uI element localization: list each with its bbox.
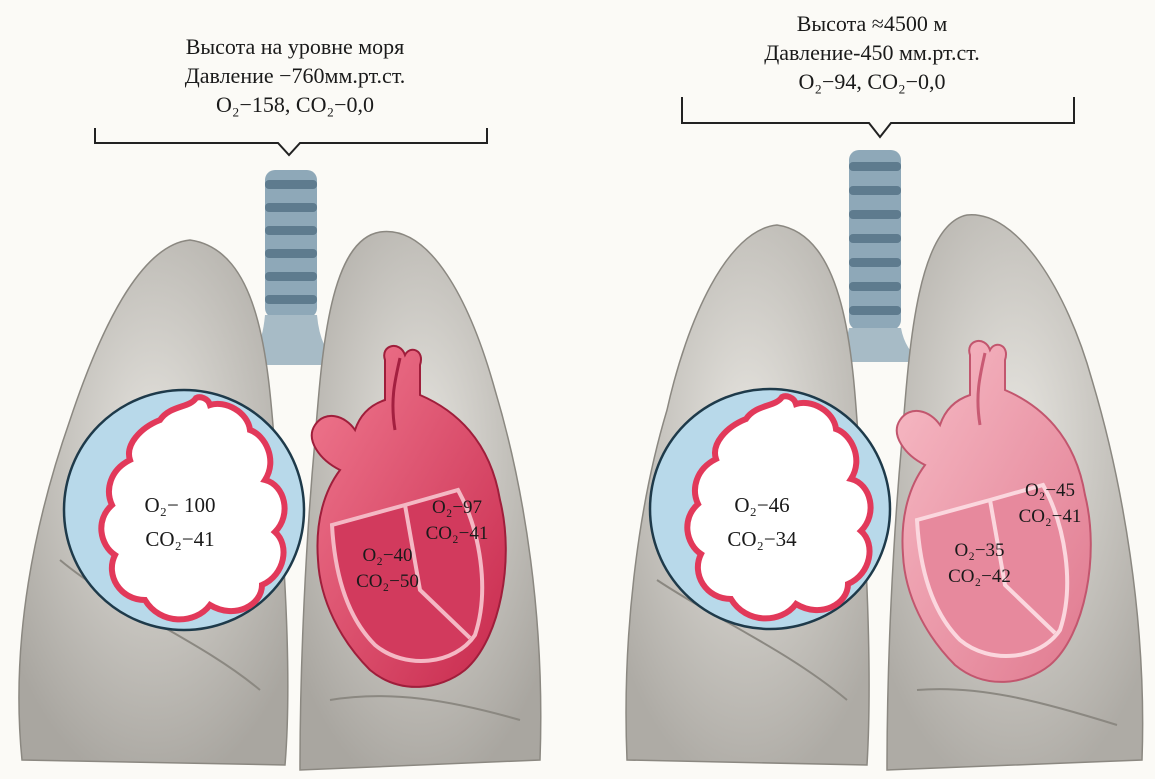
caption-gases: O₂−158, CO₂−0,0 (105, 90, 485, 119)
right-ventricle-o2: O₂−40 (340, 543, 435, 569)
caption-altitude: Высота ≈4500 м (682, 9, 1062, 38)
right-ventricle-values: O₂−35 CO₂−42 (932, 538, 1027, 590)
caption-pressure: Давление-450 мм.рт.ст. (682, 38, 1062, 67)
left-ventricle-o2: O₂−97 (412, 495, 502, 521)
high-altitude-illustration (577, 0, 1155, 779)
left-ventricle-co2: CO₂−41 (1005, 504, 1095, 530)
caption-altitude: Высота на уровне моря (105, 32, 485, 61)
left-ventricle-values: O₂−97 CO₂−41 (412, 495, 502, 547)
right-ventricle-values: O₂−40 CO₂−50 (340, 543, 435, 595)
high-altitude-panel: Высота ≈4500 м Давление-450 мм.рт.ст. O₂… (577, 0, 1155, 779)
alveolus-values: O₂−46 CO₂−34 (707, 488, 817, 556)
alveolus-values: O₂− 100 CO₂−41 (120, 488, 240, 556)
high-altitude-caption: Высота ≈4500 м Давление-450 мм.рт.ст. O₂… (682, 9, 1062, 96)
left-ventricle-o2: O₂−45 (1005, 478, 1095, 504)
bracket-line (95, 128, 487, 155)
caption-pressure: Давление −760мм.рт.ст. (105, 61, 485, 90)
right-ventricle-co2: CO₂−50 (340, 569, 435, 595)
right-ventricle-o2: O₂−35 (932, 538, 1027, 564)
bracket-line (682, 97, 1074, 137)
sea-level-caption: Высота на уровне моря Давление −760мм.рт… (105, 32, 485, 119)
alveolus-co2: CO₂−34 (707, 522, 817, 556)
left-ventricle-values: O₂−45 CO₂−41 (1005, 478, 1095, 530)
sea-level-panel: Высота на уровне моря Давление −760мм.рт… (0, 0, 578, 779)
alveolus-o2: O₂− 100 (120, 488, 240, 522)
alveolus-o2: O₂−46 (707, 488, 817, 522)
alveolus-co2: CO₂−41 (120, 522, 240, 556)
right-ventricle-co2: CO₂−42 (932, 564, 1027, 590)
caption-gases: O₂−94, CO₂−0,0 (682, 67, 1062, 96)
